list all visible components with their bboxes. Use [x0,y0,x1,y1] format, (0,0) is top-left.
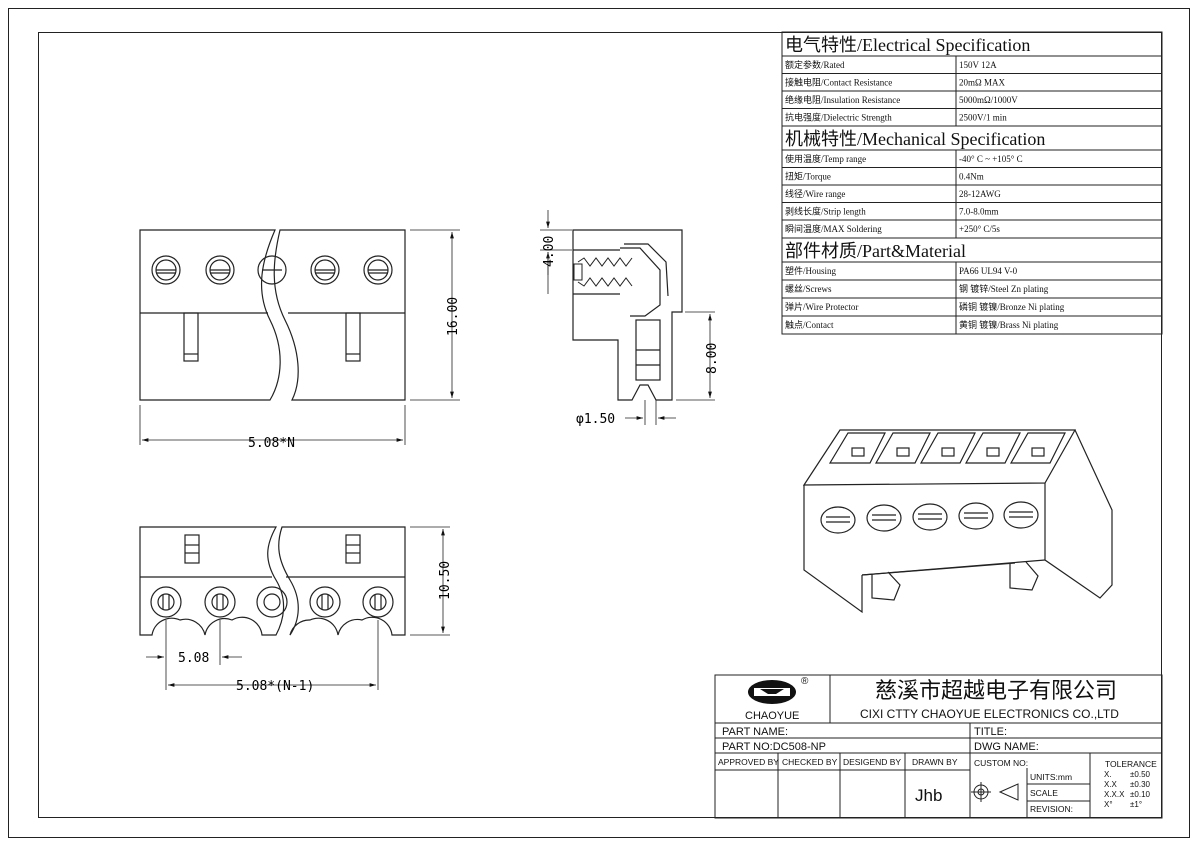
tolerance-key: X.X [1104,780,1118,789]
approved-by-label: APPROVED BY [718,757,779,767]
spec-label: 使用温度/Temp range [785,153,866,164]
drawn-by-label: DRAWN BY [912,757,958,767]
spec-value: 7.0-8.0mm [959,207,999,217]
dim-height-front: 16.00 [446,297,461,336]
units-label: UNITS:mm [1030,772,1072,782]
drawn-by-value: Jhb [915,786,942,805]
material-header: 部件材质/Part&Material [785,241,966,261]
custom-no-label: CUSTOM NO: [974,758,1028,768]
spec-label: 额定参数/Rated [785,59,845,70]
spec-value: 磷铜 镀镍/Bronze Ni plating [959,301,1065,312]
spec-value: 5000mΩ/1000V [959,95,1018,105]
dim-pitch-total: 5.08*(N-1) [236,679,314,694]
company-name-en: CIXI CTTY CHAOYUE ELECTRONICS CO.,LTD [860,707,1119,721]
inner-frame [38,32,1162,818]
bottom-view [139,526,450,690]
spec-label: 瞬间温度/MAX Soldering [785,223,882,234]
dim-side-bottom: 8.00 [705,343,720,374]
part-name-label: PART NAME: [722,726,788,738]
projection-symbol-icon [971,782,1019,802]
tolerance-value: ±0.30 [1130,780,1151,789]
tolerance-key: X° [1104,800,1113,809]
spec-value: 20mΩ MAX [959,78,1005,88]
spec-label: 线径/Wire range [785,188,845,199]
front-view [139,229,460,445]
designed-by-label: DESIGEND BY [843,757,901,767]
dim-width-front: 5.08*N [248,436,295,451]
checked-by-label: CHECKED BY [782,757,838,767]
part-number: PART NO:DC508-NP [722,741,826,753]
spec-value: +250° C/5s [959,224,1000,234]
tolerance-key: X. [1104,770,1112,779]
screw-row [151,255,393,285]
spec-table-text: 电气特性/Electrical Specification 额定参数/Rated… [785,35,1065,330]
spec-label: 绝缘电阻/Insulation Resistance [785,94,900,105]
tolerance-value: ±1° [1130,800,1142,809]
tolerance-key: X.X.X [1104,790,1125,799]
tolerance-value: ±0.50 [1130,770,1151,779]
spec-value: PA66 UL94 V-0 [959,266,1018,276]
wire-entry-row [150,586,394,618]
spec-label: 螺丝/Screws [785,283,832,294]
iso-screw-row [820,501,1039,534]
spec-value: 28-12AWG [959,189,1001,199]
revision-label: REVISION: [1030,804,1073,814]
spec-value: 钢 镀锌/Steel Zn plating [959,283,1049,294]
title-label: TITLE: [974,726,1007,738]
tolerance-value: ±0.10 [1130,790,1151,799]
dim-pin-diameter: φ1.50 [576,412,615,427]
electrical-header: 电气特性/Electrical Specification [785,35,1030,55]
dim-bottom-height: 10.50 [438,561,453,600]
spec-value: 黄铜 镀镍/Brass Ni plating [959,319,1059,330]
spec-value: 0.4Nm [959,172,984,182]
spec-value: 150V 12A [959,60,997,70]
side-view [540,210,715,425]
spec-label: 剥线长度/Strip length [785,206,866,217]
spec-label: 抗电强度/Dielectric Strength [785,112,892,123]
spec-label: 触点/Contact [785,319,834,330]
company-name-cn: 慈溪市超越电子有限公司 [875,678,1117,703]
dim-pitch: 5.08 [178,651,209,666]
spec-label: 接触电阻/Contact Resistance [785,77,892,88]
spec-value: -40° C ~ +105° C [959,154,1023,164]
brand-name: CHAOYUE [745,710,799,722]
isometric-view [802,429,1113,614]
spec-label: 塑件/Housing [785,265,837,276]
spec-table [781,31,1163,335]
dim-side-top: 4.00 [542,236,557,267]
mechanical-header: 机械特性/Mechanical Specification [785,129,1045,149]
spec-label: 扭矩/Torque [785,171,831,182]
spec-value: 2500V/1 min [959,113,1007,123]
dwg-name-label: DWG NAME: [974,741,1039,753]
title-block [714,674,1163,819]
outer-frame [8,8,1190,838]
scale-label: SCALE [1030,788,1058,798]
company-logo: ® [748,676,809,704]
spec-label: 弹片/Wire Protector [785,301,858,312]
tolerance-title: TOLERANCE [1105,759,1157,769]
svg-text:®: ® [801,676,809,687]
